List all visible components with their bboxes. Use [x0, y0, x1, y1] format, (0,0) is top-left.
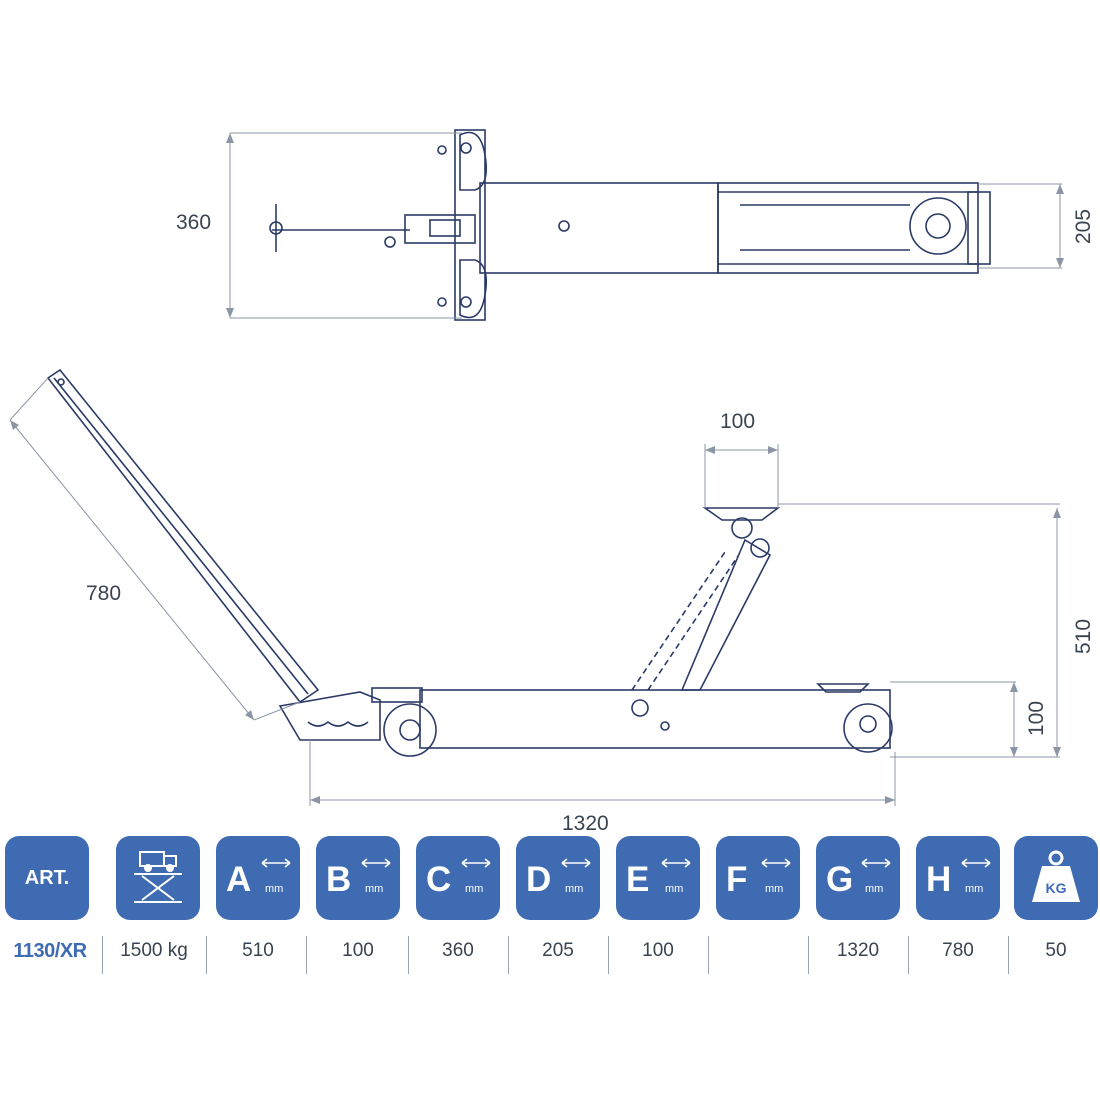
double-arrow-icon — [861, 858, 891, 868]
unit-mm: mm — [465, 883, 484, 895]
divider — [206, 936, 207, 974]
dim-min-height: 100 — [1025, 701, 1048, 736]
col-a-value: 510 — [242, 940, 274, 961]
col-d-value: 205 — [542, 940, 574, 961]
spec-values-row: 1130/XR 1500 kg 510 100 360 205 100 1320… — [0, 928, 1100, 976]
col-e-value: 100 — [642, 940, 674, 961]
double-arrow-icon — [761, 858, 791, 868]
col-f-value — [708, 928, 808, 976]
double-arrow-icon — [261, 858, 291, 868]
col-c-value: 360 — [442, 940, 474, 961]
col-c-tile: C mm — [416, 836, 500, 920]
unit-mm: mm — [765, 883, 784, 895]
art-label: ART. — [24, 867, 70, 889]
col-h-letter: H — [926, 860, 952, 899]
col-b-tile: B mm — [316, 836, 400, 920]
side-view — [46, 368, 893, 757]
divider — [708, 936, 709, 974]
col-b-value: 100 — [342, 940, 374, 961]
unit-mm: mm — [565, 883, 584, 895]
dim-top-width: 360 — [176, 211, 211, 234]
art-tile: ART. — [5, 836, 89, 920]
technical-drawing: 360 205 100 510 100 1320 780 — [9, 129, 1095, 830]
divider — [1008, 936, 1009, 974]
dim-max-height: 510 — [1072, 619, 1095, 654]
col-a-letter: A — [226, 860, 252, 899]
top-view — [269, 129, 991, 321]
col-h-tile: H mm — [916, 836, 1000, 920]
divider — [306, 936, 307, 974]
divider — [608, 936, 609, 974]
col-d-tile: D mm — [516, 836, 600, 920]
weight-label: KG — [1046, 880, 1067, 896]
col-g-letter: G — [826, 860, 854, 899]
divider — [808, 936, 809, 974]
col-g-value: 1320 — [836, 940, 880, 961]
col-a-tile: A mm — [216, 836, 300, 920]
unit-mm: mm — [365, 883, 384, 895]
weight-value: 50 — [1045, 940, 1067, 961]
spec-header-row: ART. A mm B mm C mm D — [0, 836, 1100, 922]
dim-length: 1320 — [562, 812, 609, 830]
divider — [408, 936, 409, 974]
double-arrow-icon — [561, 858, 591, 868]
dim-saddle: 100 — [720, 410, 755, 433]
unit-mm: mm — [965, 883, 984, 895]
col-e-letter: E — [626, 860, 650, 899]
col-f-letter: F — [726, 860, 748, 899]
col-c-letter: C — [426, 860, 452, 899]
dim-top-pad: 205 — [1072, 209, 1095, 244]
double-arrow-icon — [461, 858, 491, 868]
col-d-letter: D — [526, 860, 552, 899]
capacity-value: 1500 kg — [120, 940, 188, 961]
art-value: 1130/XR — [13, 940, 87, 962]
unit-mm: mm — [865, 883, 884, 895]
lift-truck-icon — [116, 836, 200, 920]
col-f-tile: F mm — [716, 836, 800, 920]
double-arrow-icon — [961, 858, 991, 868]
weight-kg-icon: KG — [1014, 836, 1098, 920]
col-h-value: 780 — [942, 940, 974, 961]
unit-mm: mm — [265, 883, 284, 895]
dim-handle: 780 — [86, 582, 121, 605]
col-b-letter: B — [326, 860, 352, 899]
divider — [908, 936, 909, 974]
double-arrow-icon — [361, 858, 391, 868]
unit-mm: mm — [665, 883, 684, 895]
col-e-tile: E mm — [616, 836, 700, 920]
double-arrow-icon — [661, 858, 691, 868]
col-g-tile: G mm — [816, 836, 900, 920]
divider — [508, 936, 509, 974]
divider — [102, 936, 103, 974]
